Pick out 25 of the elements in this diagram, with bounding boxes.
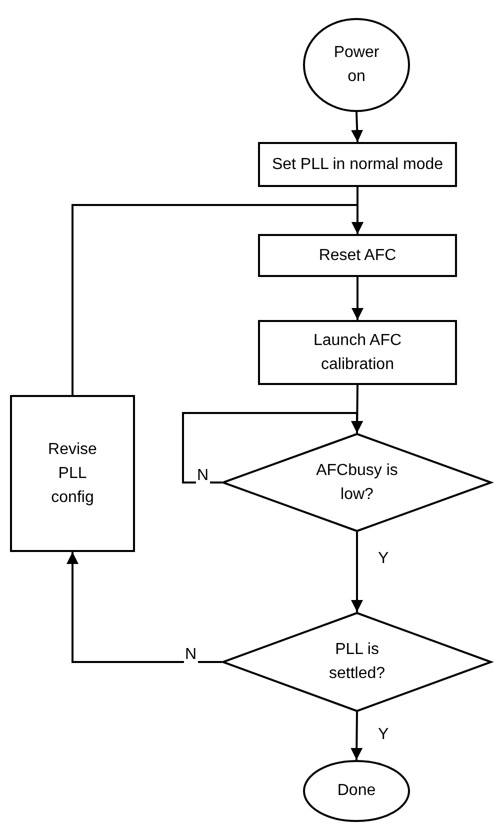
arrow (352, 277, 364, 320)
node-text: Launch AFC calibration (312, 330, 403, 374)
node-text: AFCbusy is low? (315, 460, 399, 504)
node-text: Power on (332, 43, 380, 87)
node-text: PLL is settled? (328, 640, 386, 684)
process-box (10, 395, 135, 552)
arrow (351, 532, 363, 612)
arrow (66, 552, 222, 663)
terminal-ellipse (303, 760, 410, 822)
decision-diamond (222, 433, 492, 532)
node-text: Revise PLL config (47, 440, 98, 508)
arrow (182, 412, 363, 484)
node-text: Done (337, 781, 376, 801)
node-text: Reset AFC (318, 246, 396, 266)
arrow (350, 712, 363, 760)
process-box (258, 320, 457, 385)
arrow (351, 112, 364, 142)
decision-diamond (222, 612, 492, 712)
process-box (258, 234, 457, 277)
edge-label: N (196, 466, 210, 484)
edge-label: N (184, 646, 198, 664)
node-text: Set PLL in normal mode (272, 154, 444, 174)
process-box (258, 142, 457, 187)
arrow (72, 204, 364, 395)
terminal-ellipse (303, 18, 410, 112)
